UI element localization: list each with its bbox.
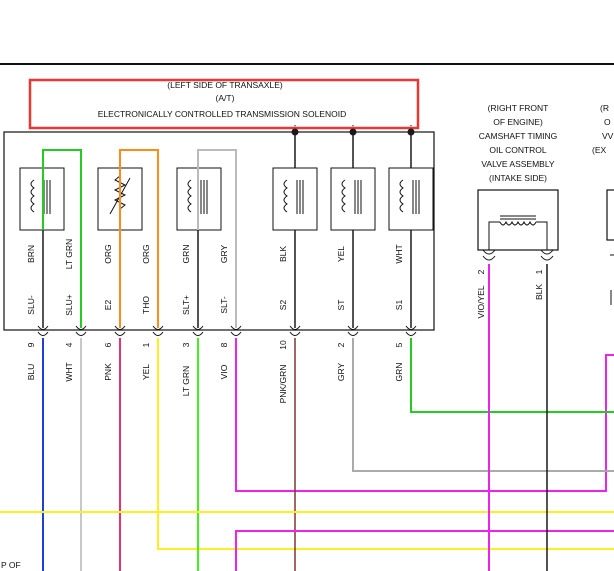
connector-terminal	[289, 325, 301, 336]
harness-wire	[235, 338, 614, 492]
pin-number-label: 6	[103, 342, 113, 347]
minus-mark: -	[352, 120, 355, 130]
coil-winding-icon	[399, 179, 404, 213]
solenoid-location-label: (LEFT SIDE OF TRANSAXLE)	[167, 80, 283, 90]
pin-function-label: S2	[278, 300, 288, 311]
component-box-4	[272, 167, 318, 231]
valve-pin-left-color: VIO/YEL	[476, 285, 486, 318]
solenoid-at-label: (A/T)	[216, 93, 235, 103]
wire-color-label: GRY	[219, 245, 229, 264]
valve-title-1: CAMSHAFT TIMING	[479, 131, 558, 141]
coil-winding-icon	[187, 179, 192, 213]
pin-function-label: E2	[103, 300, 113, 311]
wire-color-label: WHT	[394, 244, 404, 263]
pin-number-label: 2	[336, 342, 346, 347]
valve-location-label-2: OF ENGINE)	[493, 117, 543, 127]
partial-label-4: (EX	[592, 145, 607, 155]
harness-wire-color: GRN	[394, 363, 404, 382]
coil-winding-icon	[283, 179, 288, 213]
pin-number-label: 10	[278, 340, 288, 350]
connector-terminal	[114, 325, 126, 336]
wire-color-label: BRN	[26, 245, 36, 263]
splice-dot	[291, 128, 299, 136]
connector-terminal	[405, 325, 417, 336]
valve-connector-right	[540, 249, 554, 261]
pin-number-label: 4	[64, 342, 74, 347]
connector-terminal	[37, 325, 49, 336]
splice-dot	[407, 128, 415, 136]
valve-title-3: VALVE ASSEMBLY	[481, 159, 555, 169]
pin-function-label: SLU+	[64, 294, 74, 316]
pin-function-label: ST	[336, 300, 346, 311]
pin-number-label: 8	[219, 342, 229, 347]
component-box-6	[388, 167, 434, 231]
harness-wire-color: PNK	[103, 363, 113, 381]
component-box-5	[330, 167, 376, 231]
harness-wire-color: PNK/GRN	[278, 365, 288, 404]
pin-number-label: 1	[141, 342, 151, 347]
wire-color-label: ORG	[103, 244, 113, 263]
wire-color-label: ORG	[141, 244, 151, 263]
solenoid-title-highlight	[28, 78, 420, 130]
valve-pin-right-color: BLK	[534, 284, 544, 300]
harness-wire	[410, 338, 614, 413]
valve-pin-left-number: 2	[476, 269, 486, 274]
harness-wire-color: GRY	[336, 363, 346, 382]
partial-bottom-left-label: P OF	[1, 560, 21, 570]
harness-wire-color: BLU	[26, 364, 36, 381]
valve-housing	[477, 189, 559, 251]
pin-number-label: 9	[26, 342, 36, 347]
harness-wire-color: LT GRN	[181, 366, 191, 396]
valve-coil-icon	[488, 215, 548, 250]
wire-color-label: GRN	[181, 245, 191, 264]
pin-function-label: SLU-	[26, 295, 36, 315]
valve-pin-right-number: 1	[534, 269, 544, 274]
pin-function-label: S1	[394, 300, 404, 311]
connector-terminal	[347, 325, 359, 336]
valve-title-4: (INTAKE SIDE)	[489, 173, 547, 183]
solenoid-coils: - - - BRN SLU- LT GRN SLU+ ORG E2 ORG THO GRN SLT+ GR…	[19, 120, 434, 328]
solenoid-housing	[3, 131, 435, 331]
harness-wire-color: VIO	[219, 364, 229, 379]
minus-mark: -	[294, 120, 297, 130]
coil-winding-icon	[30, 179, 35, 213]
internal-loop-wire	[119, 149, 159, 230]
internal-loop-wire	[197, 149, 237, 230]
partial-label-1: (R	[600, 103, 609, 113]
harness-wire-color: YEL	[141, 364, 151, 380]
valve-title-2: OIL CONTROL	[489, 145, 547, 155]
pin-function-label: SLT-	[219, 296, 229, 313]
pin-function-label: SLT+	[181, 295, 191, 315]
pin-function-label: THO	[141, 296, 151, 314]
connector-terminal	[75, 325, 87, 336]
harness-wire-color: WHT	[64, 362, 74, 381]
minus-mark: -	[410, 120, 413, 130]
wire-color-label: BLK	[278, 246, 288, 262]
internal-loop-wire	[42, 149, 82, 230]
valve-location-label: (RIGHT FRONT	[488, 103, 549, 113]
connector-terminal	[192, 325, 204, 336]
partial-component-box	[606, 189, 614, 241]
solenoid-title: ELECTRONICALLY CONTROLLED TRANSMISSION S…	[98, 109, 346, 119]
connector-terminal	[230, 325, 242, 336]
splice-dot	[349, 128, 357, 136]
harness-wire	[352, 338, 614, 472]
wire-color-label: LT GRN	[64, 239, 74, 269]
pin-number-label: 3	[181, 342, 191, 347]
partial-label-3: VV	[602, 131, 614, 141]
coil-winding-icon	[341, 179, 346, 213]
valve-connector-left	[482, 249, 496, 261]
wire-color-label: YEL	[336, 246, 346, 262]
partial-label-2: O	[604, 117, 611, 127]
connector-terminal	[152, 325, 164, 336]
pin-number-label: 5	[394, 342, 404, 347]
harness-wire	[235, 530, 614, 571]
harness-wire	[157, 338, 614, 550]
